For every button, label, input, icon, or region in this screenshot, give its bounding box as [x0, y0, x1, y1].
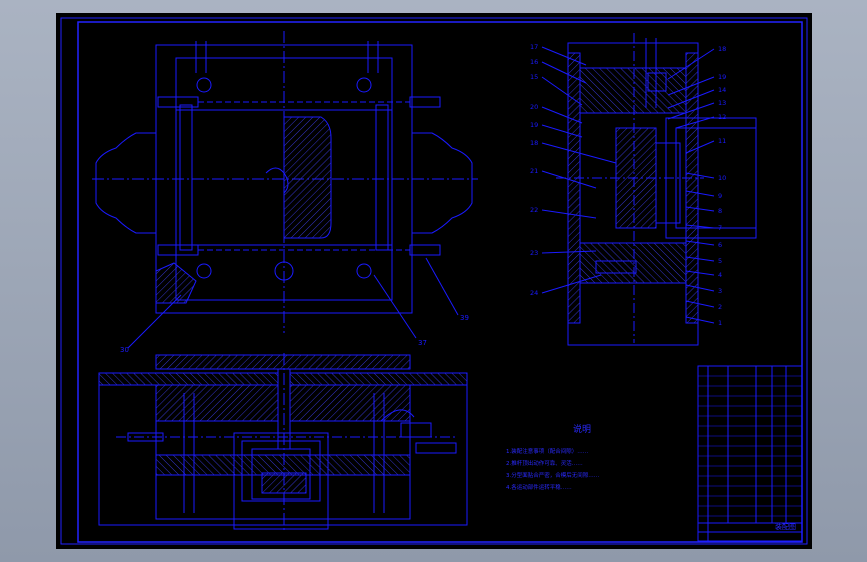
- callout: 2: [718, 303, 722, 311]
- callout: 17: [530, 43, 538, 51]
- callout: 23: [530, 249, 538, 257]
- callout-39: 39: [460, 314, 469, 322]
- callout: 11: [718, 137, 726, 145]
- callout: 14: [718, 86, 726, 94]
- inner-frame: [77, 21, 803, 543]
- drawing-sheet: 30 37 39: [56, 13, 812, 549]
- note-line: 3.分型面贴合严密，合模后无间隙……: [506, 471, 599, 479]
- callout: 15: [530, 73, 538, 81]
- callout: 21: [530, 167, 538, 175]
- callout: 19: [718, 73, 726, 81]
- callout: 13: [718, 99, 726, 107]
- callout: 5: [718, 257, 722, 265]
- callout: 12: [718, 113, 726, 121]
- notes-title: 说明: [573, 423, 591, 435]
- callout: 16: [530, 58, 538, 66]
- title-block-label: 装配图: [775, 522, 796, 531]
- plan-view: [92, 31, 478, 349]
- callout: 22: [530, 206, 538, 214]
- parts-list-rows: [698, 375, 802, 517]
- outer-frame: [60, 17, 808, 545]
- callout: 18: [718, 45, 726, 53]
- front-section: [98, 353, 468, 533]
- callout: 6: [718, 241, 722, 249]
- note-line: 2.推杆顶出动作可靠、灵活……: [506, 459, 583, 467]
- title-block: [697, 365, 803, 542]
- cad-drawing: 30 37 39: [60, 17, 808, 545]
- callout-37: 37: [418, 339, 427, 347]
- side-callouts-right: 18 19 14 13 12 11 10 9 8 7 6 5 4 3 2 1: [718, 45, 726, 327]
- callout: 8: [718, 207, 722, 215]
- callout: 1: [718, 319, 722, 327]
- note-line: 1.装配注意事项（配合间隙）……: [506, 447, 588, 455]
- side-callouts-left: 17 16 15 20 19 18 21 22 23 24: [530, 43, 538, 297]
- callout: 9: [718, 192, 722, 200]
- callout: 3: [718, 287, 722, 295]
- callout: 24: [530, 289, 538, 297]
- callout: 18: [530, 139, 538, 147]
- callout: 4: [718, 271, 722, 279]
- callout: 7: [718, 224, 722, 232]
- callout: 20: [530, 103, 538, 111]
- callout: 19: [530, 121, 538, 129]
- side-section: [541, 33, 757, 346]
- callout: 10: [718, 174, 726, 182]
- technical-notes: 说明 1.装配注意事项（配合间隙）…… 2.推杆顶出动作可靠、灵活…… 3.分型…: [506, 423, 599, 491]
- callout-30: 30: [120, 346, 129, 354]
- note-line: 4.各运动部件运转平稳……: [506, 483, 572, 491]
